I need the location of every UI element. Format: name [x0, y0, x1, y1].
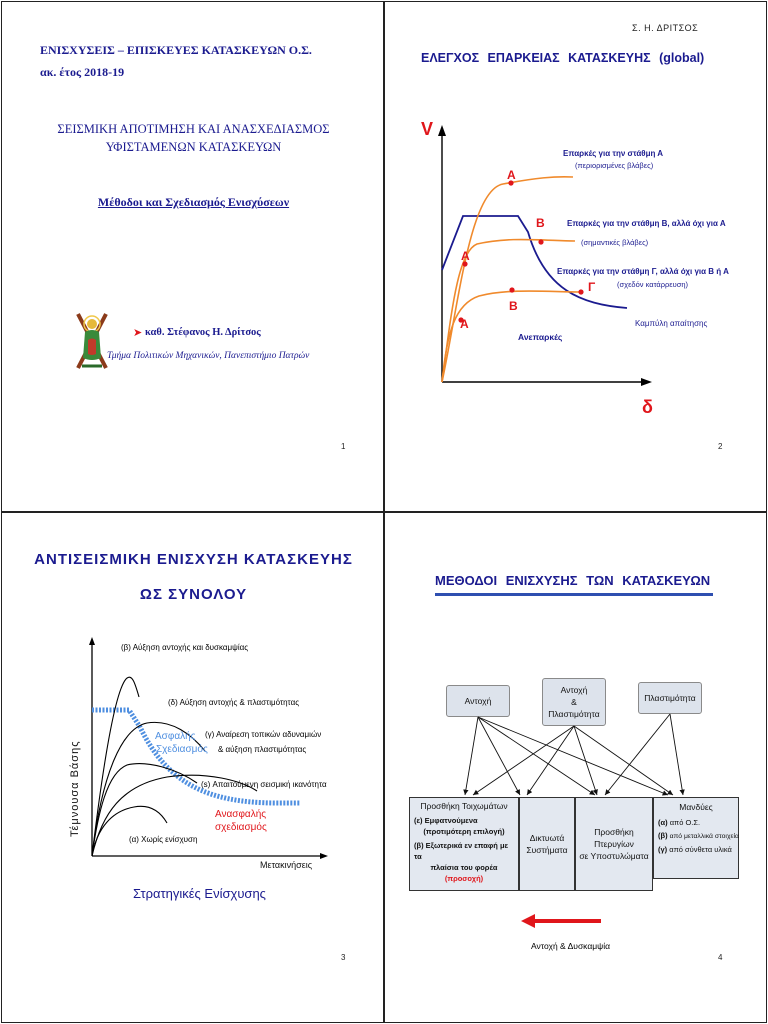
box-strength-ductility: Αντοχή & Πλαστιμότητα	[542, 678, 606, 726]
label-level-g: Επαρκές για την στάθμη Γ, αλλά όχι για Β…	[557, 267, 729, 276]
point-g	[578, 289, 584, 295]
university-logo-icon	[76, 313, 108, 369]
affiliation: Τμήμα Πολιτικών Μηχανικών, Πανεπιστήμιο …	[107, 351, 310, 361]
main-title-line2: ΥΦΙΣΤΑΜΕΝΩΝ ΚΑΤΑΣΚΕΥΩΝ	[105, 140, 282, 154]
point-a-1	[508, 180, 514, 186]
box-column-wings: Προσθήκη Πτερυγίων σε Υποστυλώματα	[575, 797, 653, 891]
title-line1: ΑΝΤΙΣΕΙΣΜΙΚΗ ΕΝΙΣΧΥΣΗ ΚΑΤΑΣΚΕΥΗΣ	[34, 551, 353, 568]
connector-arrows	[463, 713, 685, 796]
label-level-g-sub: (σχεδόν κατάρρευση)	[617, 280, 689, 289]
jackets-option-b: από μεταλλικά στοιχεία	[669, 833, 739, 840]
strategies-chart	[89, 637, 328, 859]
walls-option-e: Εμφατνούμενα	[424, 816, 478, 825]
label-curve-s: (s) Απαιτούμενη σεισμική ικανότητα	[201, 780, 327, 789]
slide-title: ΜΕΘΟΔΟΙ ΕΝΙΣΧΥΣΗΣ ΤΩΝ ΚΑΤΑΣΚΕΥΩΝ	[435, 573, 711, 588]
author-name: καθ. Στέφανος Η. Δρίτσος	[145, 327, 261, 338]
walls-option-e-note: (προτιμότερη επιλογή)	[423, 827, 505, 836]
page-number: 3	[341, 953, 346, 962]
curve-a	[91, 805, 168, 857]
point-a-1-label: Α	[507, 168, 516, 182]
label-safe-2: Σχεδιασμός	[156, 744, 208, 755]
label-curve-b: (β) Αύξηση αντοχής και δυσκαμψίας	[121, 643, 249, 652]
box-ductility: Πλαστιμότητα	[638, 682, 702, 714]
label-level-a-sub: (περιορισμένες βλάβες)	[575, 161, 654, 170]
footer-caption: Στρατηγικές Ενίσχυσης	[133, 886, 266, 901]
academic-year: ακ. έτος 2018-19	[40, 65, 125, 79]
subtitle: Μέθοδοι και Σχεδιασμός Ενισχύσεων	[97, 195, 290, 209]
label-unsafe-1: Ανασφαλής	[215, 809, 267, 820]
label-curve-g-1: (γ) Αναίρεση τοπικών αδυναμιών	[205, 730, 322, 739]
box-strength: Αντοχή	[446, 685, 510, 717]
walls-option-b-2: πλαίσια του φορέα	[430, 863, 498, 872]
curve-d	[91, 721, 206, 857]
label-level-b: Επαρκές για την στάθμη Β, αλλά όχι για Α	[567, 219, 726, 228]
walls-caution: (προσοχή)	[444, 874, 484, 883]
slide-4: ΜΕΘΟΔΟΙ ΕΝΙΣΧΥΣΗΣ ΤΩΝ ΚΑΤΑΣΚΕΥΩΝ Αντοχή …	[384, 512, 767, 1023]
y-axis-arrow-icon	[438, 125, 446, 136]
title-underline	[435, 593, 713, 596]
curve-s-thin	[91, 774, 258, 857]
point-a-2-label: Α	[461, 249, 470, 263]
label-level-b-sub: (σημαντικές βλάβες)	[581, 238, 649, 247]
label-unsafe-2: σχεδιασμός	[215, 822, 267, 833]
label-demand-curve: Καμπύλη απαίτησης	[635, 319, 708, 328]
axis-x-label: δ	[642, 397, 653, 417]
label-curve-g-2: & αύξηση πλαστιμότητας	[218, 745, 307, 754]
axis-x-label: Μετακινήσεις	[260, 860, 313, 870]
jackets-option-a: από Ο.Σ.	[669, 818, 701, 827]
label-curve-a: (α) Χωρίς ενίσχυση	[129, 835, 198, 844]
slide-1: ΕΝΙΣΧΥΣΕΙΣ – ΕΠΙΣΚΕΥΕΣ ΚΑΤΑΣΚΕΥΩΝ Ο.Σ. α…	[1, 1, 384, 512]
point-b-1	[538, 239, 544, 245]
point-a-3-label: Α	[460, 317, 469, 331]
bullet-arrow-icon: ➤	[133, 327, 143, 339]
point-a-2	[462, 261, 468, 267]
jackets-option-g: από σύνθετα υλικά	[669, 845, 732, 854]
capacity-curve-chart	[438, 125, 652, 386]
x-axis-arrow-icon	[641, 378, 652, 386]
bottom-label: Αντοχή & Δυσκαμψία	[531, 941, 611, 951]
page-number: 1	[341, 442, 346, 451]
demand-curve	[441, 215, 628, 309]
label-safe-1: Ασφαλής	[155, 731, 196, 742]
capacity-curve-c	[441, 290, 584, 383]
walls-option-b: Εξωτερικά εν επαφή με τα	[414, 841, 509, 861]
jackets-title: Μανδύες	[679, 802, 713, 812]
title-line2: ΩΣ ΣΥΝΟΛΟΥ	[139, 586, 248, 603]
x-axis-arrow-icon	[320, 853, 328, 859]
point-b-2	[509, 287, 515, 293]
walls-title: Προσθήκη Τοιχωμάτων	[420, 801, 508, 811]
left-arrow-icon	[521, 914, 601, 928]
point-g-label: Γ	[588, 280, 596, 294]
slide-title: ΕΛΕΓΧΟΣ ΕΠΑΡΚΕΙΑΣ ΚΑΤΑΣΚΕΥΗΣ (global)	[421, 51, 705, 65]
header-author: Σ. Η. ΔΡΙΤΣΟΣ	[632, 23, 699, 33]
course-title: ΕΝΙΣΧΥΣΕΙΣ – ΕΠΙΣΚΕΥΕΣ ΚΑΤΑΣΚΕΥΩΝ Ο.Σ.	[40, 43, 312, 57]
curve-g	[91, 763, 198, 857]
label-curve-d: (δ) Αύξηση αντοχής & πλαστιμότητας	[168, 698, 300, 707]
page-number: 4	[718, 953, 723, 962]
capacity-curve-b	[441, 238, 576, 383]
curve-required-capacity	[92, 707, 300, 806]
curve-b	[91, 676, 140, 857]
point-b-2-label: Β	[509, 299, 518, 313]
label-level-a: Επαρκές για την στάθμη Α	[563, 149, 664, 158]
label-inadequate: Ανεπαρκές	[518, 332, 563, 342]
axis-y-label: Τέμνουσα Βάσης	[69, 740, 81, 838]
box-add-walls: Προσθήκη Τοιχωμάτων (ε) Εμφατνούμενα (πρ…	[409, 797, 519, 891]
point-a-3	[458, 317, 464, 323]
point-b-1-label: Β	[536, 216, 545, 230]
axis-y-label: V	[421, 119, 434, 139]
slide-2: Σ. Η. ΔΡΙΤΣΟΣ ΕΛΕΓΧΟΣ ΕΠΑΡΚΕΙΑΣ ΚΑΤΑΣΚΕΥ…	[384, 1, 767, 512]
page-number: 2	[718, 442, 723, 451]
y-axis-arrow-icon	[89, 637, 95, 645]
box-truss-systems: Δικτυωτά Συστήματα	[519, 797, 575, 891]
box-jackets: Μανδύες (α) από Ο.Σ. (β) από μεταλλικά σ…	[653, 797, 739, 879]
main-title-line1: ΣΕΙΣΜΙΚΗ ΑΠΟΤΙΜΗΣΗ ΚΑΙ ΑΝΑΣΧΕΔΙΑΣΜΟΣ	[57, 122, 330, 136]
slide-3: ΑΝΤΙΣΕΙΣΜΙΚΗ ΕΝΙΣΧΥΣΗ ΚΑΤΑΣΚΕΥΗΣ ΩΣ ΣΥΝΟ…	[1, 512, 384, 1023]
